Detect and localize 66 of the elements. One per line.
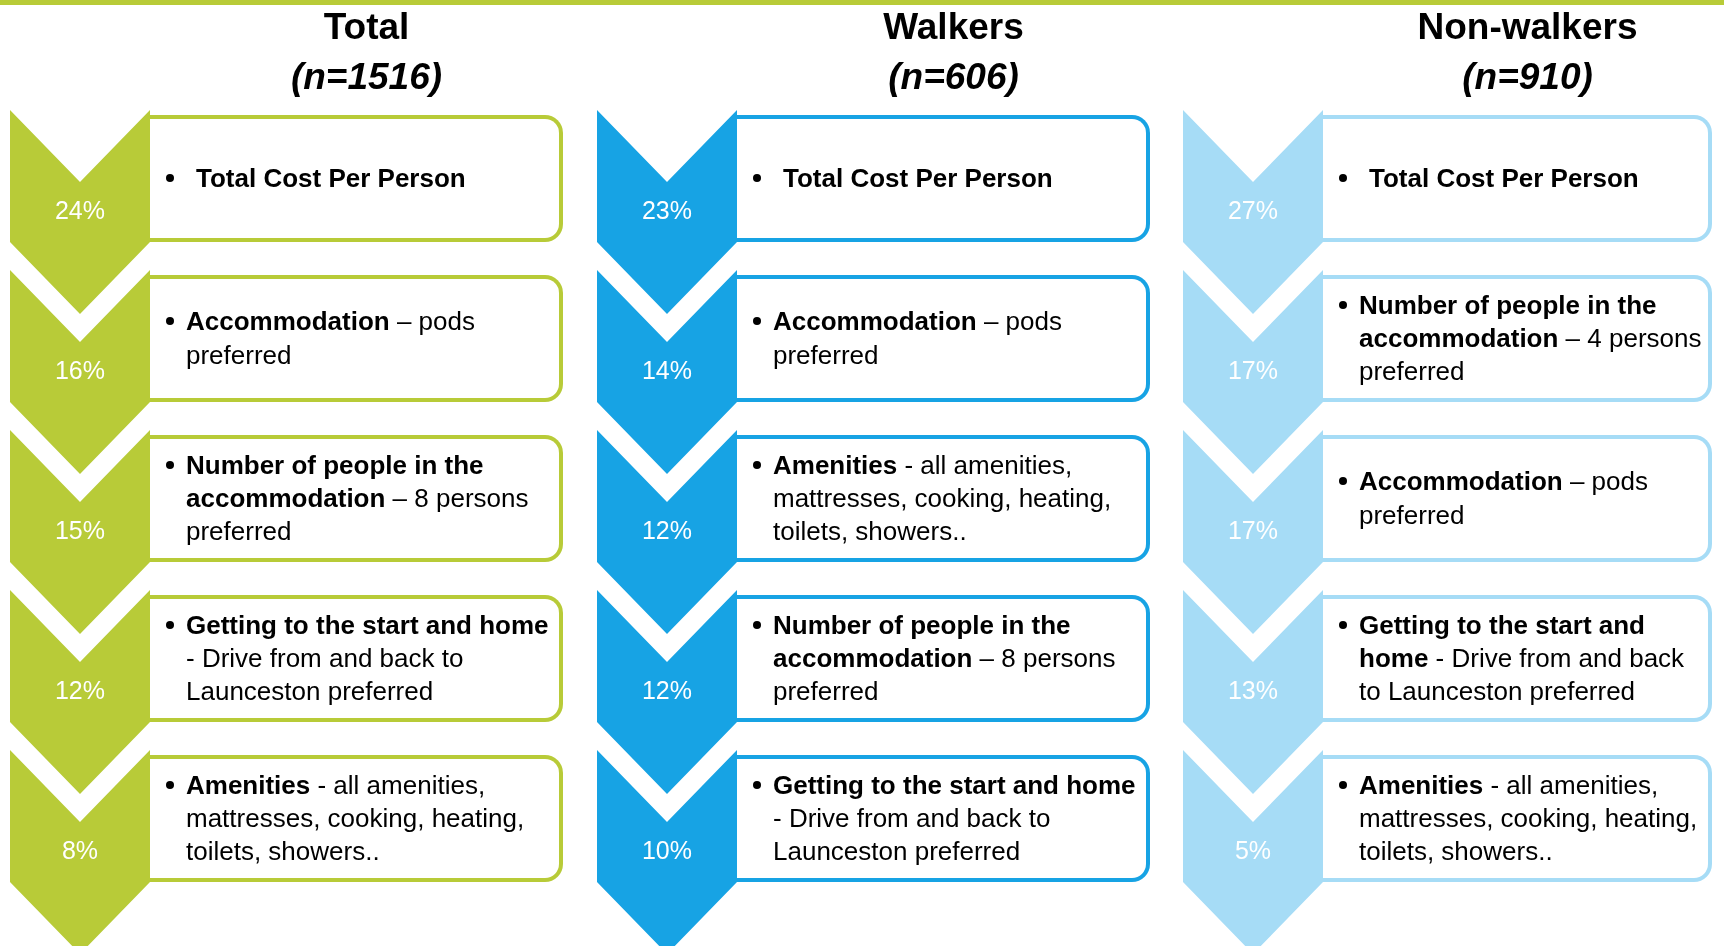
attribute-box — [150, 755, 563, 882]
attribute-box — [150, 115, 563, 242]
bullet-text: Total Cost Per Person — [1369, 162, 1639, 195]
chevron-band — [10, 270, 150, 474]
chevron-band — [1183, 430, 1323, 634]
attribute-box — [1323, 115, 1712, 242]
bullet-text: Getting to the start and home - Drive from and back to Launceston preferred — [1359, 608, 1686, 708]
attribute-box — [1323, 435, 1712, 562]
percentage-value: 17% — [1226, 356, 1279, 385]
percentage-value: 12% — [640, 516, 693, 545]
bullet-text: Getting to the start and home - Drive from and back to Launceston preferred — [773, 768, 1137, 868]
sample-size: (n=910) — [1461, 56, 1594, 98]
bullet-text: Number of people in the accommodation – 8 persons preferred — [773, 608, 1117, 708]
bullet-text: Amenities - all amenities, mattresses, cooking, heating, toilets, showers.. — [773, 448, 1113, 548]
attribute-box — [737, 435, 1150, 562]
chevron-band — [10, 430, 150, 634]
bullet-text: Total Cost Per Person — [783, 162, 1053, 195]
attribute-box — [1323, 595, 1712, 722]
sample-size: (n=606) — [887, 56, 1020, 98]
bullet-text: Number of people in the accommodation – 8 persons preferred — [186, 448, 530, 548]
percentage-value: 27% — [1226, 196, 1279, 225]
column-heading: Non-walkers — [1416, 6, 1639, 48]
chevron-band — [597, 270, 737, 474]
chevron-band — [597, 430, 737, 634]
percentage-value: 17% — [1226, 516, 1279, 545]
percentage-value: 15% — [53, 516, 106, 545]
column-heading: Total — [322, 6, 411, 48]
chevron-band — [1183, 750, 1323, 946]
bullet-text: Total Cost Per Person — [196, 162, 466, 195]
chevron-band — [1183, 270, 1323, 474]
sample-size: (n=1516) — [289, 56, 444, 98]
chevron-band — [1183, 110, 1323, 314]
attribute-box — [1323, 275, 1712, 402]
percentage-value: 13% — [1226, 676, 1279, 705]
percentage-value: 12% — [640, 676, 693, 705]
chevron-band — [597, 750, 737, 946]
bullet-text: Accommodation – pods preferred — [773, 305, 1063, 372]
percentage-value: 24% — [53, 196, 106, 225]
percentage-value: 5% — [1233, 836, 1273, 865]
bullet-text: Accommodation – pods preferred — [186, 305, 476, 372]
attribute-box — [737, 115, 1150, 242]
percentage-value: 23% — [640, 196, 693, 225]
percentage-value: 10% — [640, 836, 693, 865]
chevron-band — [597, 590, 737, 794]
attribute-box — [150, 435, 563, 562]
bullet-text: Amenities - all amenities, mattresses, cooking, heating, toilets, showers.. — [186, 768, 526, 868]
bullet-text: Amenities - all amenities, mattresses, cooking, heating, toilets, showers.. — [1359, 768, 1699, 868]
attribute-box — [737, 595, 1150, 722]
attribute-box — [737, 755, 1150, 882]
percentage-value: 12% — [53, 676, 106, 705]
chevron-band — [1183, 590, 1323, 794]
chevron-band — [597, 110, 737, 314]
percentage-value: 16% — [53, 356, 106, 385]
attribute-box — [150, 595, 563, 722]
attribute-box — [150, 275, 563, 402]
bullet-text: Number of people in the accommodation – 4 persons preferred — [1359, 288, 1702, 388]
chevron-band — [10, 110, 150, 314]
percentage-value: 8% — [60, 836, 100, 865]
chevron-band — [10, 750, 150, 946]
percentage-value: 14% — [640, 356, 693, 385]
bullet-text: Accommodation – pods preferred — [1359, 465, 1649, 532]
bullet-text: Getting to the start and home - Drive from and back to Launceston preferred — [186, 608, 550, 708]
chevron-band — [10, 590, 150, 794]
attribute-box — [737, 275, 1150, 402]
attribute-box — [1323, 755, 1712, 882]
column-heading: Walkers — [882, 6, 1025, 48]
